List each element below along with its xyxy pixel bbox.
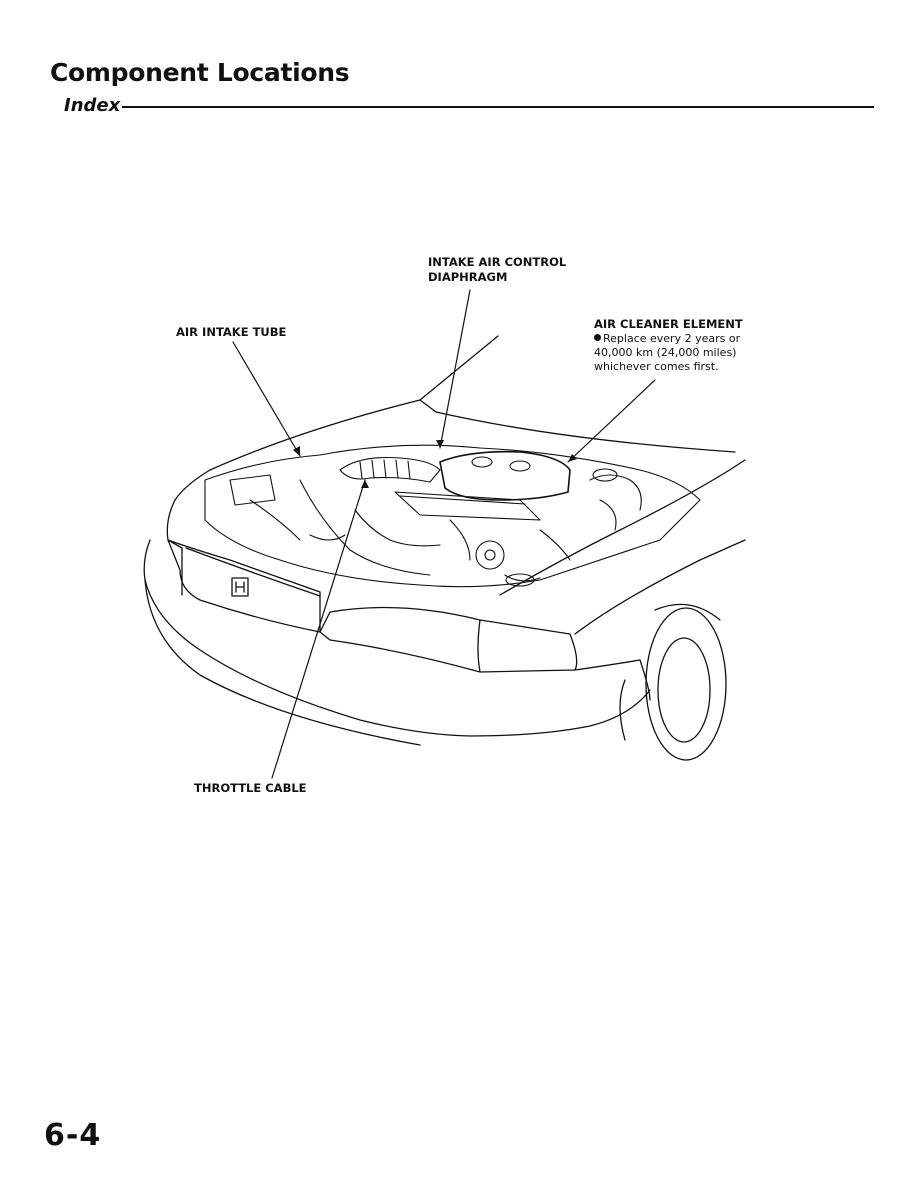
arrow-air-intake-tube bbox=[293, 446, 300, 456]
leader-lines bbox=[232, 289, 656, 779]
heading-rule bbox=[122, 106, 874, 108]
arrow-air-cleaner-element bbox=[568, 454, 577, 462]
label-air-cleaner-element-block: AIR CLEANER ELEMENT Replace every 2 year… bbox=[594, 317, 743, 374]
page-number: 6-4 bbox=[44, 1118, 102, 1153]
label-intake-air-control-diaphragm: INTAKE AIR CONTROL DIAPHRAGM bbox=[428, 255, 566, 285]
label-throttle-cable: THROTTLE CABLE bbox=[194, 781, 307, 795]
section-heading: Index bbox=[64, 93, 874, 117]
hood-outline bbox=[174, 335, 736, 501]
section-subtitle: Index bbox=[64, 94, 121, 116]
front-wheel bbox=[619, 603, 727, 761]
leader-air-intake-tube bbox=[232, 341, 301, 457]
leader-throttle-cable bbox=[271, 479, 366, 779]
arrow-intake-air-control bbox=[436, 440, 444, 448]
label-intake-air-control-line2: DIAPHRAGM bbox=[428, 270, 508, 284]
air-cleaner-note-line1: Replace every 2 years or bbox=[594, 332, 743, 346]
engine-bay bbox=[204, 444, 701, 588]
arrowheads bbox=[293, 440, 577, 488]
air-cleaner-note-text1: Replace every 2 years or bbox=[603, 332, 741, 345]
leader-intake-air-control bbox=[439, 289, 471, 449]
leader-air-cleaner-element bbox=[567, 379, 656, 463]
front-grille bbox=[185, 547, 321, 597]
air-cleaner-note-line2: 40,000 km (24,000 miles) bbox=[594, 346, 737, 359]
page-title: Component Locations bbox=[50, 58, 350, 87]
label-air-cleaner-element: AIR CLEANER ELEMENT bbox=[594, 317, 743, 331]
label-intake-air-control-line1: INTAKE AIR CONTROL bbox=[428, 255, 567, 269]
label-air-intake-tube: AIR INTAKE TUBE bbox=[176, 325, 287, 339]
car-body bbox=[143, 459, 746, 746]
arrow-throttle-cable bbox=[361, 480, 369, 488]
air-cleaner-note-line3: whichever comes first. bbox=[594, 360, 719, 373]
bullet-icon bbox=[594, 334, 601, 341]
